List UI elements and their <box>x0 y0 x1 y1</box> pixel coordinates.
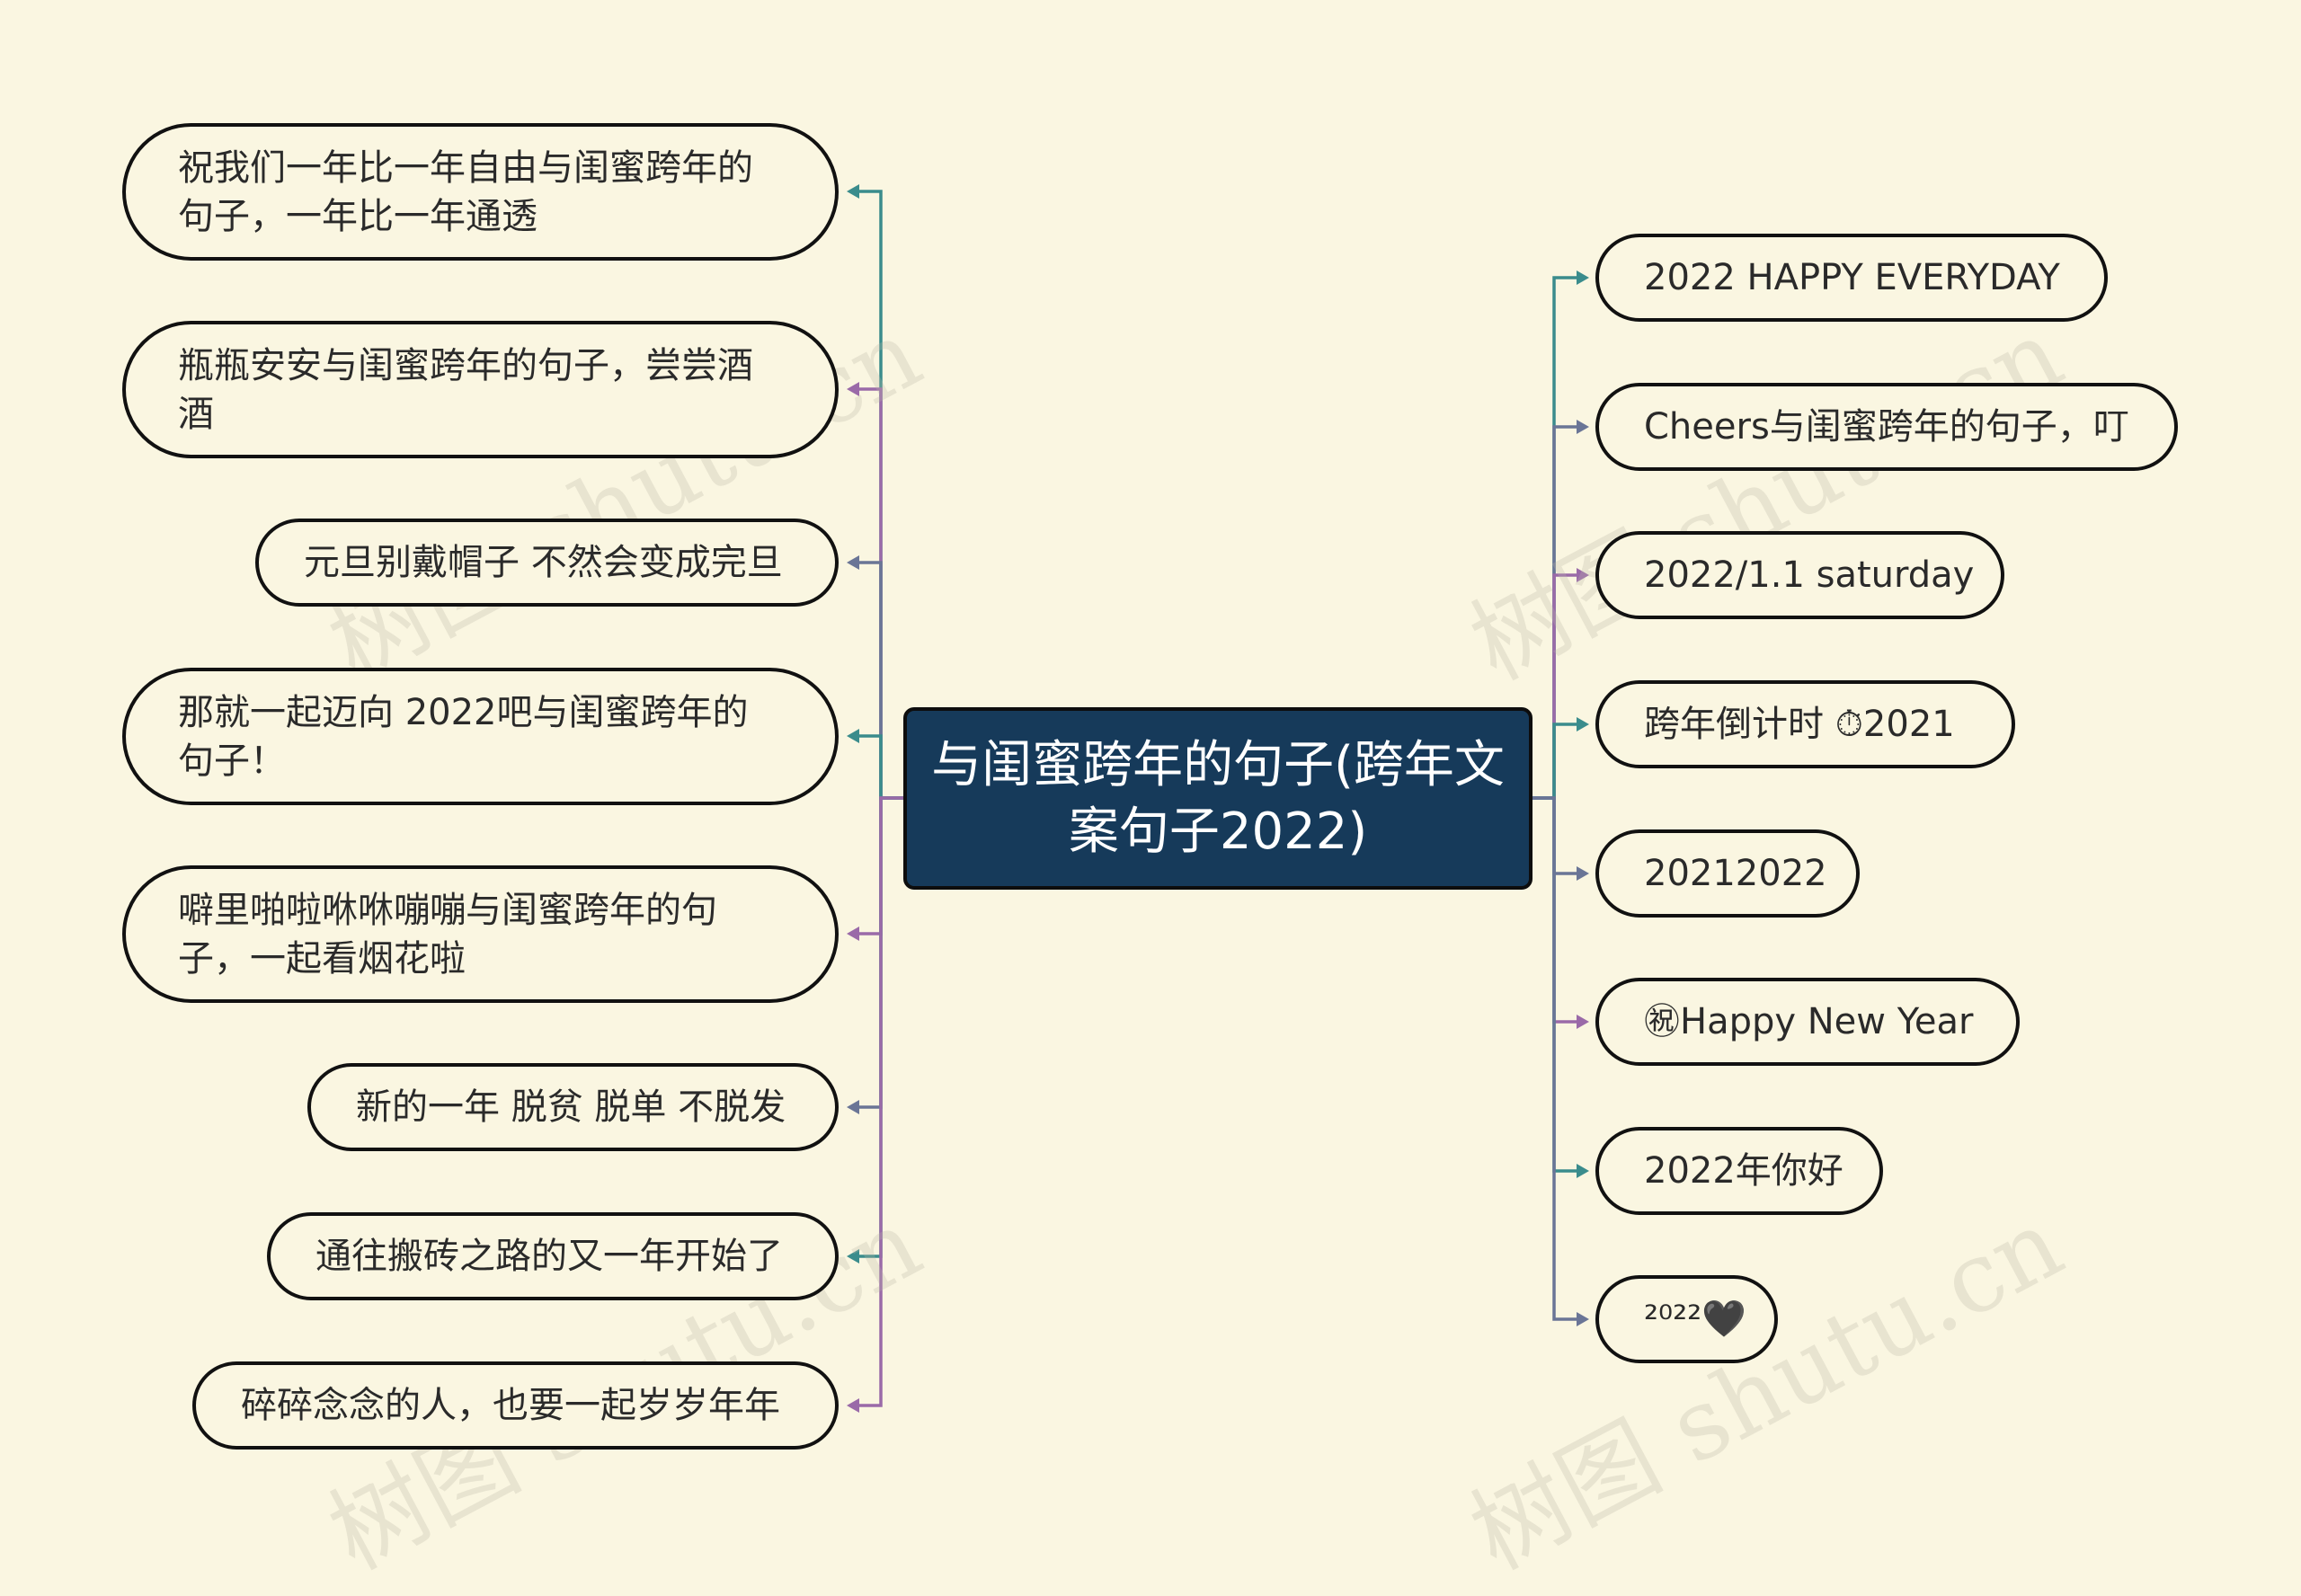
left-node[interactable]: 通往搬砖之路的又一年开始了 <box>267 1212 839 1300</box>
connector-line <box>1533 796 1582 875</box>
node-label: 20212022 <box>1644 853 1827 894</box>
connector-line <box>854 561 903 800</box>
right-node[interactable]: ²⁰²²🖤 <box>1595 1275 1778 1363</box>
node-label: 通往搬砖之路的又一年开始了 <box>315 1236 783 1277</box>
left-node[interactable]: 元旦别戴帽子 不然会变成完旦 <box>255 519 839 607</box>
right-node[interactable]: 2022年你好 <box>1595 1127 1883 1215</box>
node-label: 跨年倒计时 ⏱2021 <box>1644 704 1955 745</box>
node-label: 2022/1.1 saturday <box>1644 554 1975 596</box>
connector-arrow <box>847 555 859 570</box>
connector-line <box>1533 796 1582 1024</box>
connector-arrow <box>1577 1015 1589 1029</box>
left-node[interactable]: 那就一起迈向 2022吧与闺蜜跨年的句子！ <box>122 668 839 805</box>
connector-line <box>854 796 903 1109</box>
node-label: ²⁰²²🖤 <box>1644 1299 1746 1340</box>
connector-line <box>1533 425 1582 800</box>
node-label: 2022 HAPPY EVERYDAY <box>1644 257 2060 298</box>
connector-arrow <box>1577 420 1589 434</box>
connector-arrow <box>847 382 859 396</box>
connector-arrow <box>847 1100 859 1114</box>
connector-line <box>854 734 903 800</box>
node-label: 噼里啪啦咻咻嘣嘣与闺蜜跨年的句子，一起看烟花啦 <box>178 889 717 980</box>
connector-line <box>1533 796 1582 1173</box>
connector-line <box>1533 573 1582 800</box>
connector-arrow <box>847 729 859 743</box>
connector-line <box>1533 276 1582 800</box>
right-node[interactable]: ㊗Happy New Year <box>1595 978 2020 1066</box>
left-node[interactable]: 噼里啪啦咻咻嘣嘣与闺蜜跨年的句子，一起看烟花啦 <box>122 865 839 1003</box>
connector-line <box>854 796 903 1407</box>
connector-line <box>1533 796 1582 1321</box>
left-node[interactable]: 碎碎念念的人，也要一起岁岁年年 <box>192 1361 839 1450</box>
connector-arrow <box>1577 717 1589 732</box>
left-node[interactable]: 祝我们一年比一年自由与闺蜜跨年的句子，一年比一年通透 <box>122 123 839 261</box>
central-topic[interactable]: 与闺蜜跨年的句子(跨年文案句子2022) <box>903 707 1533 890</box>
connector-arrow <box>1577 1164 1589 1178</box>
left-node[interactable]: 新的一年 脱贫 脱单 不脱发 <box>307 1063 839 1151</box>
node-label: Cheers与闺蜜跨年的句子，叮 <box>1644 406 2129 448</box>
node-label: 新的一年 脱贫 脱单 不脱发 <box>356 1086 786 1128</box>
node-label: 元旦别戴帽子 不然会变成完旦 <box>304 542 783 583</box>
connector-line <box>854 190 903 800</box>
connector-arrow <box>1577 866 1589 881</box>
connector-line <box>854 796 903 935</box>
connector-arrow <box>1577 568 1589 582</box>
connector-arrow <box>847 927 859 941</box>
right-node[interactable]: Cheers与闺蜜跨年的句子，叮 <box>1595 383 2178 471</box>
connector-arrow <box>1577 1312 1589 1326</box>
connector-line <box>1533 723 1582 800</box>
connector-arrow <box>1577 270 1589 285</box>
node-label: 2022年你好 <box>1644 1150 1843 1192</box>
connector-arrow <box>847 1249 859 1264</box>
node-label: 瓶瓶安安与闺蜜跨年的句子，尝尝酒酒 <box>178 344 753 435</box>
left-node[interactable]: 瓶瓶安安与闺蜜跨年的句子，尝尝酒酒 <box>122 321 839 458</box>
connector-arrow <box>847 184 859 199</box>
central-topic-label: 与闺蜜跨年的句子(跨年文案句子2022) <box>931 735 1505 861</box>
node-label: 祝我们一年比一年自由与闺蜜跨年的句子，一年比一年通透 <box>178 146 753 237</box>
node-label: 那就一起迈向 2022吧与闺蜜跨年的句子！ <box>178 691 749 782</box>
right-node[interactable]: 跨年倒计时 ⏱2021 <box>1595 680 2015 768</box>
node-label: 碎碎念念的人，也要一起岁岁年年 <box>241 1385 780 1426</box>
right-node[interactable]: 20212022 <box>1595 829 1860 918</box>
connector-arrow <box>847 1398 859 1413</box>
connector-line <box>854 796 903 1258</box>
node-label: ㊗Happy New Year <box>1644 1001 1974 1042</box>
right-node[interactable]: 2022 HAPPY EVERYDAY <box>1595 234 2108 322</box>
right-node[interactable]: 2022/1.1 saturday <box>1595 531 2004 619</box>
